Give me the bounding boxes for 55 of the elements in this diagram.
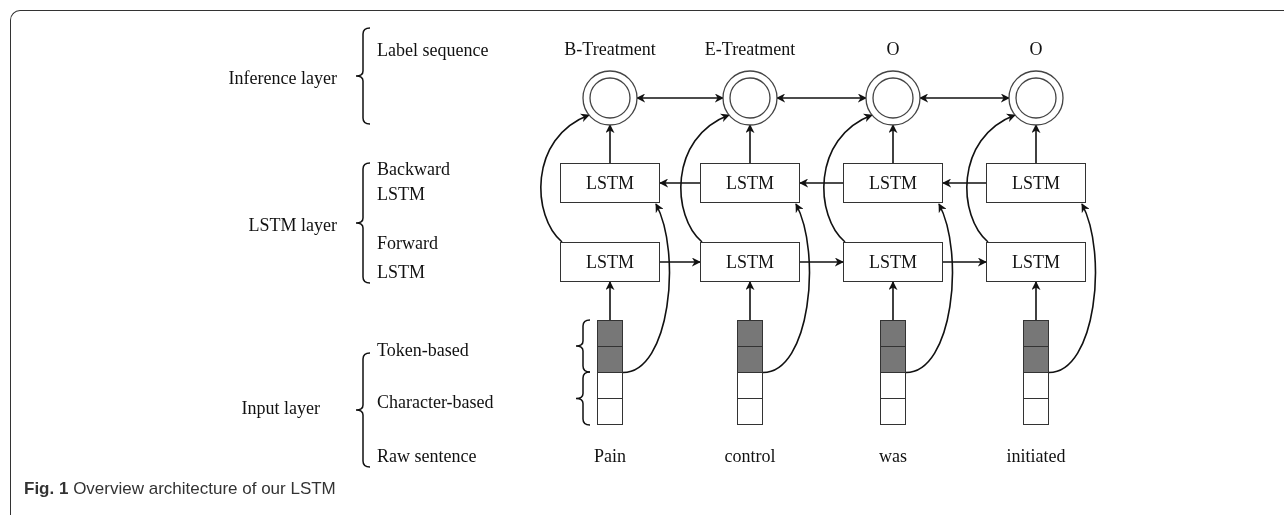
- layer-label: Character-based: [377, 391, 494, 413]
- word-label: Pain: [593, 445, 627, 467]
- arrow: [605, 124, 615, 164]
- tag-label: E-Treatment: [703, 38, 797, 60]
- arrow: [919, 93, 1010, 103]
- word-label: initiated: [1005, 445, 1067, 467]
- arrow: [762, 203, 811, 374]
- tag-label: B-Treatment: [563, 38, 657, 60]
- arrow: [823, 114, 873, 243]
- arrow: [1031, 281, 1041, 321]
- layer-label: Raw sentence: [377, 445, 477, 467]
- arrow: [966, 114, 1016, 243]
- tag-label: O: [1028, 38, 1044, 60]
- arrow: [605, 281, 615, 321]
- embedding-vector: [880, 320, 906, 425]
- layer-label: Label sequence: [377, 39, 489, 61]
- layer-label: Backward LSTM: [377, 158, 451, 206]
- lstm-box: LSTM: [560, 163, 660, 203]
- embedding-vector: [597, 320, 623, 425]
- arrow: [942, 257, 987, 267]
- arrow: [680, 114, 730, 243]
- lstm-box: LSTM: [560, 242, 660, 282]
- embedding-vector: [1023, 320, 1049, 425]
- arrow: [942, 178, 987, 188]
- arrow: [540, 114, 590, 243]
- arrow: [799, 178, 844, 188]
- lstm-box: LSTM: [843, 163, 943, 203]
- arrow: [1048, 203, 1097, 374]
- arrow: [888, 124, 898, 164]
- layer-label: LSTM layer: [247, 214, 337, 236]
- word-label: was: [878, 445, 908, 467]
- lstm-box: LSTM: [986, 242, 1086, 282]
- lstm-box: LSTM: [700, 163, 800, 203]
- arrow: [622, 203, 671, 374]
- tag-label: O: [885, 38, 901, 60]
- arrow: [888, 281, 898, 321]
- arrow: [659, 178, 701, 188]
- arrow: [799, 257, 844, 267]
- layer-label: Input layer: [240, 397, 320, 419]
- figure-caption: Fig. 1 Overview architecture of our LSTM: [24, 479, 336, 499]
- arrow: [1031, 124, 1041, 164]
- arrow: [636, 93, 724, 103]
- lstm-box: LSTM: [843, 242, 943, 282]
- arrow: [776, 93, 867, 103]
- layer-label: Forward LSTM: [377, 232, 439, 284]
- arrow: [745, 124, 755, 164]
- layer-label: Token-based: [377, 339, 469, 361]
- lstm-box: LSTM: [700, 242, 800, 282]
- layer-label: Inference layer: [227, 67, 337, 89]
- embedding-vector: [737, 320, 763, 425]
- arrow: [905, 203, 954, 374]
- arrow: [745, 281, 755, 321]
- lstm-box: LSTM: [986, 163, 1086, 203]
- arrow: [659, 257, 701, 267]
- word-label: control: [723, 445, 777, 467]
